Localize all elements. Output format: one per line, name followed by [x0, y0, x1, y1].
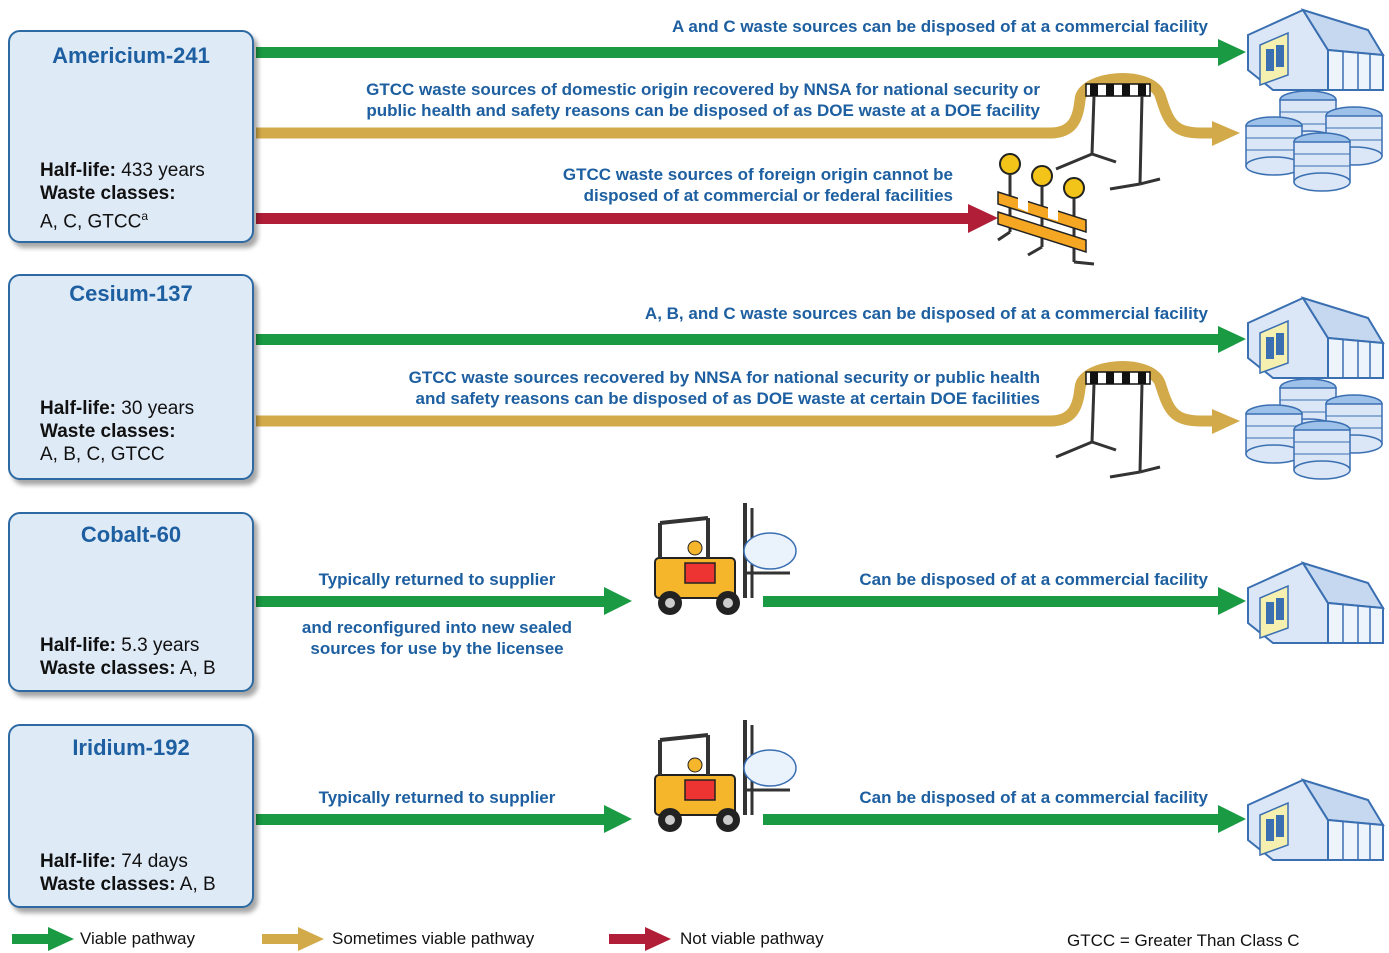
legend-not-viable-label: Not viable pathway — [680, 929, 824, 948]
label-cs-doe-line2: and safety reasons can be disposed of as… — [415, 389, 1040, 408]
legend-not-viable-arrow — [609, 927, 671, 951]
isotope-name: Cesium-137 — [69, 281, 193, 306]
label-cs-commercial: A, B, and C waste sources can be dispose… — [644, 304, 1208, 323]
arrow-co-commercial — [763, 587, 1246, 615]
isotope-name: Cobalt-60 — [80, 522, 182, 547]
isotope-name: Americium-241 — [52, 43, 210, 68]
label-am-doe-line1: GTCC waste sources of domestic origin re… — [366, 80, 1040, 99]
arrow-ir-supplier — [256, 805, 632, 833]
doe-facility-canisters-icon — [1245, 378, 1383, 480]
label-am-doe-line2: public health and safety reasons can be … — [366, 101, 1040, 120]
commercial-facility-icon — [1247, 779, 1384, 861]
label-co-supplier: Typically returned to supplier — [318, 570, 556, 589]
commercial-facility-icon — [1247, 297, 1384, 379]
label-am-foreign-line2: disposed of at commercial or federal fac… — [583, 186, 953, 205]
arrow-cs-commercial — [256, 326, 1246, 353]
label-am-foreign-line1: GTCC waste sources of foreign origin can… — [562, 165, 953, 184]
legend-gtcc-note: GTCC = Greater Than Class C — [1067, 931, 1300, 950]
label-co-reconfig-line1: and reconfigured into new sealed — [301, 618, 573, 637]
isotope-info: Half-life: 5.3 years Waste classes: A, B — [40, 635, 216, 679]
isotope-info: Half-life: 30 years Waste classes: A, B,… — [40, 398, 195, 465]
commercial-facility-icon — [1247, 562, 1384, 644]
arrow-am-foreign — [256, 204, 998, 233]
arrow-ir-commercial — [763, 805, 1246, 833]
label-cs-doe-line1: GTCC waste sources recovered by NNSA for… — [408, 368, 1040, 387]
hurdle-barrier-icon — [1054, 82, 1162, 191]
label-ir-commercial: Can be disposed of at a commercial facil… — [859, 788, 1208, 807]
label-am-commercial: A and C waste sources can be disposed of… — [672, 17, 1208, 36]
label-ir-supplier: Typically returned to supplier — [318, 788, 556, 807]
legend-viable-arrow — [12, 927, 74, 951]
commercial-facility-icon — [1247, 9, 1384, 91]
label-co-commercial: Can be disposed of at a commercial facil… — [859, 570, 1208, 589]
isotope-box-americium: Americium-241 Half-life: 433 years Waste… — [8, 30, 254, 243]
label-co-reconfig-line2: sources for use by the licensee — [310, 639, 564, 658]
arrow-am-commercial — [256, 39, 1246, 66]
isotope-box-cesium: Cesium-137 Half-life: 30 years Waste cla… — [8, 274, 254, 480]
isotope-box-cobalt: Cobalt-60 Half-life: 5.3 years Waste cla… — [8, 512, 254, 692]
isotope-info: Half-life: 433 years Waste classes: A, C… — [40, 160, 205, 233]
hurdle-barrier-icon — [1054, 370, 1162, 479]
legend-sometimes-arrow — [262, 927, 324, 951]
isotope-name: Iridium-192 — [72, 735, 190, 760]
legend-viable-label: Viable pathway — [80, 929, 195, 948]
doe-facility-canisters-icon — [1245, 90, 1383, 192]
isotope-info: Half-life: 74 days Waste classes: A, B — [40, 851, 216, 895]
roadblock-barrier-icon — [996, 152, 1096, 266]
arrow-co-supplier — [256, 587, 632, 615]
legend-sometimes-label: Sometimes viable pathway — [332, 929, 535, 948]
isotope-box-iridium: Iridium-192 Half-life: 74 days Waste cla… — [8, 724, 254, 908]
arrow-cs-doe — [256, 361, 1240, 434]
arrow-am-doe — [256, 73, 1240, 146]
